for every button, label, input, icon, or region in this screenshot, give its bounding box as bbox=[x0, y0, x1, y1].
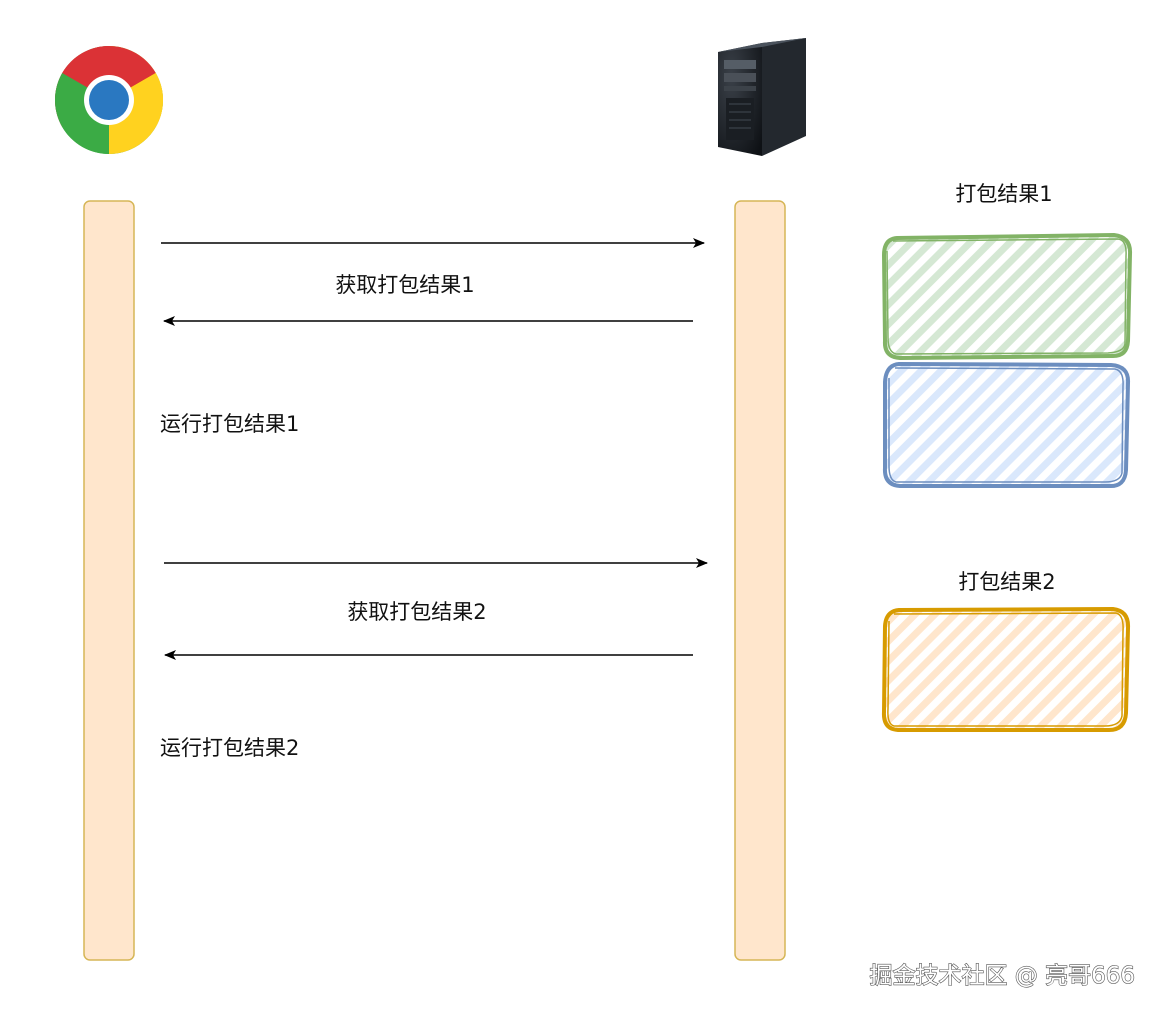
server-lifeline bbox=[734, 200, 786, 961]
client-note-2: 运行打包结果2 bbox=[160, 736, 299, 760]
bundle2-label: 打包结果2 bbox=[958, 570, 1055, 594]
response-label-2: 获取打包结果2 bbox=[347, 600, 486, 624]
bundle2-chunk-orange bbox=[881, 607, 1131, 732]
bundle1-chunk-green bbox=[882, 233, 1133, 360]
server-tower-icon bbox=[718, 38, 806, 156]
bundle1-chunk-blue bbox=[882, 362, 1131, 489]
client-note-1: 运行打包结果1 bbox=[160, 412, 299, 436]
chrome-browser-icon bbox=[54, 45, 164, 154]
response-label-1: 获取打包结果1 bbox=[335, 273, 474, 297]
watermark-text: 掘金技术社区 @ 亮哥666 bbox=[869, 963, 1135, 989]
bundle1-label: 打包结果1 bbox=[955, 182, 1052, 206]
client-lifeline bbox=[83, 200, 135, 961]
